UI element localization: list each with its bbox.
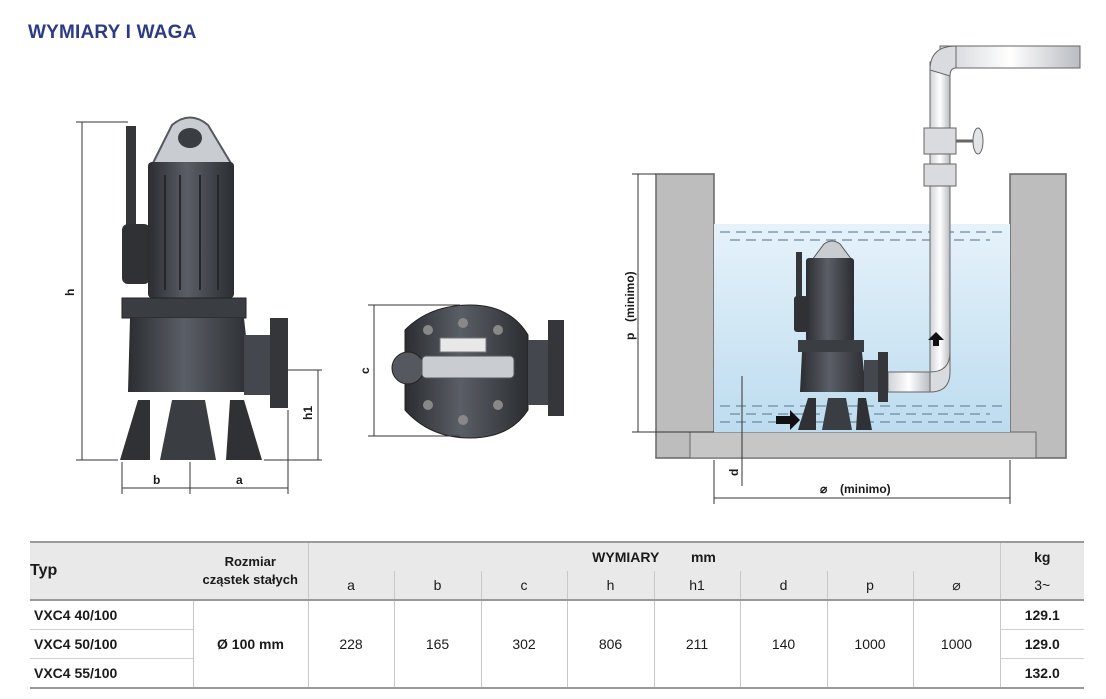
header-weight: kg	[999, 541, 1084, 571]
technical-drawings: h h1 b a c	[63, 45, 1081, 504]
weight-value: 129.0	[999, 629, 1084, 659]
header-typ: Typ	[30, 541, 193, 601]
model-name: VXC4 50/100	[30, 629, 193, 659]
col-header: b	[393, 571, 481, 601]
dim-label-p-note: (minimo)	[623, 271, 637, 322]
header-dimensions: WYMIARY mm	[307, 541, 1000, 571]
col-header: h1	[653, 571, 740, 601]
weight-value: 132.0	[999, 658, 1084, 689]
dim-value-a: 228	[307, 600, 394, 689]
dim-value-diameter: 1000	[912, 600, 1000, 689]
weight-subheader: 3~	[999, 571, 1084, 601]
dim-label-d: d	[727, 469, 741, 476]
dim-label-c: c	[358, 367, 372, 374]
col-header: d	[739, 571, 827, 601]
dim-label-b: b	[153, 473, 160, 487]
dim-label-diameter-note: (minimo)	[840, 482, 891, 496]
table-row: VXC4 55/100 132.0	[30, 658, 1084, 689]
header-size-line-2: cząstek stałych	[202, 572, 298, 587]
dim-value-c: 302	[480, 600, 567, 689]
dim-label-h: h	[63, 289, 77, 296]
dim-label-h1: h1	[301, 406, 315, 420]
model-name: VXC4 55/100	[30, 658, 193, 689]
header-size: Rozmiar cząstek stałych	[193, 541, 308, 601]
pump-top-view: c	[358, 304, 564, 439]
col-header: p	[826, 571, 913, 601]
dim-label-p: p	[623, 333, 637, 340]
dim-value-h1: 211	[653, 600, 740, 689]
dim-label-diameter: ⌀	[820, 482, 828, 496]
dim-value-p: 1000	[826, 600, 913, 689]
dim-value-b: 165	[393, 600, 481, 689]
col-header: a	[307, 571, 394, 601]
table-header-row: Typ Rozmiar cząstek stałych WYMIARY mm k…	[30, 541, 1084, 601]
weight-value: 129.1	[999, 600, 1084, 630]
header-dimensions-unit: mm	[690, 549, 716, 565]
dim-value-d: 140	[739, 600, 827, 689]
size-value: Ø 100 mm	[192, 600, 308, 689]
col-header: ⌀	[912, 571, 1000, 601]
model-name: VXC4 40/100	[34, 607, 118, 623]
table-row: VXC4 50/100 129.0	[30, 629, 1084, 659]
col-header: h	[566, 571, 654, 601]
pump-side-view: h h1 b a	[63, 116, 322, 494]
header-size-line-1: Rozmiar	[224, 554, 276, 569]
dim-label-a: a	[236, 473, 243, 487]
col-header: c	[480, 571, 567, 601]
page-title: WYMIARY I WAGA	[28, 22, 197, 43]
header-dimensions-label: WYMIARY	[592, 549, 660, 565]
table-row: VXC4 40/100 Ø 100 mm 228 165 302 806 211…	[30, 600, 1084, 689]
dim-value-h: 806	[566, 600, 654, 689]
installation-view: p (minimo) d ⌀ (minimo)	[623, 45, 1081, 504]
specs-table: Typ Rozmiar cząstek stałych WYMIARY mm k…	[30, 541, 1084, 689]
